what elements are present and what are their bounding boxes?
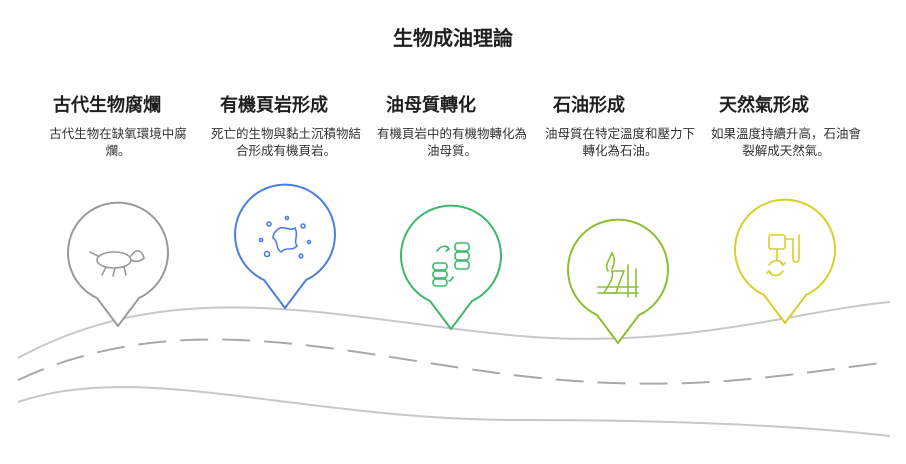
- database-transfer-icon: [432, 242, 470, 287]
- stage-4-description: 油母質在特定溫度和壓力下轉化為石油。: [545, 126, 696, 158]
- gas-pump-icon: [766, 234, 800, 277]
- oil-rig-icon: [597, 251, 639, 298]
- stage-5-title: 天然氣形成: [719, 95, 809, 116]
- stage-3-description: 有機頁岩中的有機物轉化為油母質。: [377, 126, 528, 158]
- pin-stage-3: [400, 204, 502, 331]
- page-title: 生物成油理論: [393, 26, 513, 50]
- stage-1-title: 古代生物腐爛: [53, 95, 161, 116]
- pin-stage-5: [734, 198, 836, 325]
- stage-5-description: 如果溫度持續升高，石油會裂解成天然氣。: [711, 126, 862, 158]
- splash-icon: [258, 215, 312, 259]
- stage-3-title: 油母質轉化: [386, 95, 476, 116]
- bug-icon: [89, 250, 145, 277]
- stage-2-title: 有機頁岩形成: [220, 95, 328, 116]
- pin-stage-4: [567, 218, 669, 345]
- pin-stage-1: [67, 201, 169, 328]
- pin-stage-2: [234, 183, 336, 310]
- stage-1-description: 古代生物在缺氧環境中腐爛。: [49, 126, 187, 158]
- stage-2-description: 死亡的生物與黏土沉積物結合形成有機頁岩。: [211, 126, 362, 158]
- stage-4-title: 石油形成: [553, 95, 625, 116]
